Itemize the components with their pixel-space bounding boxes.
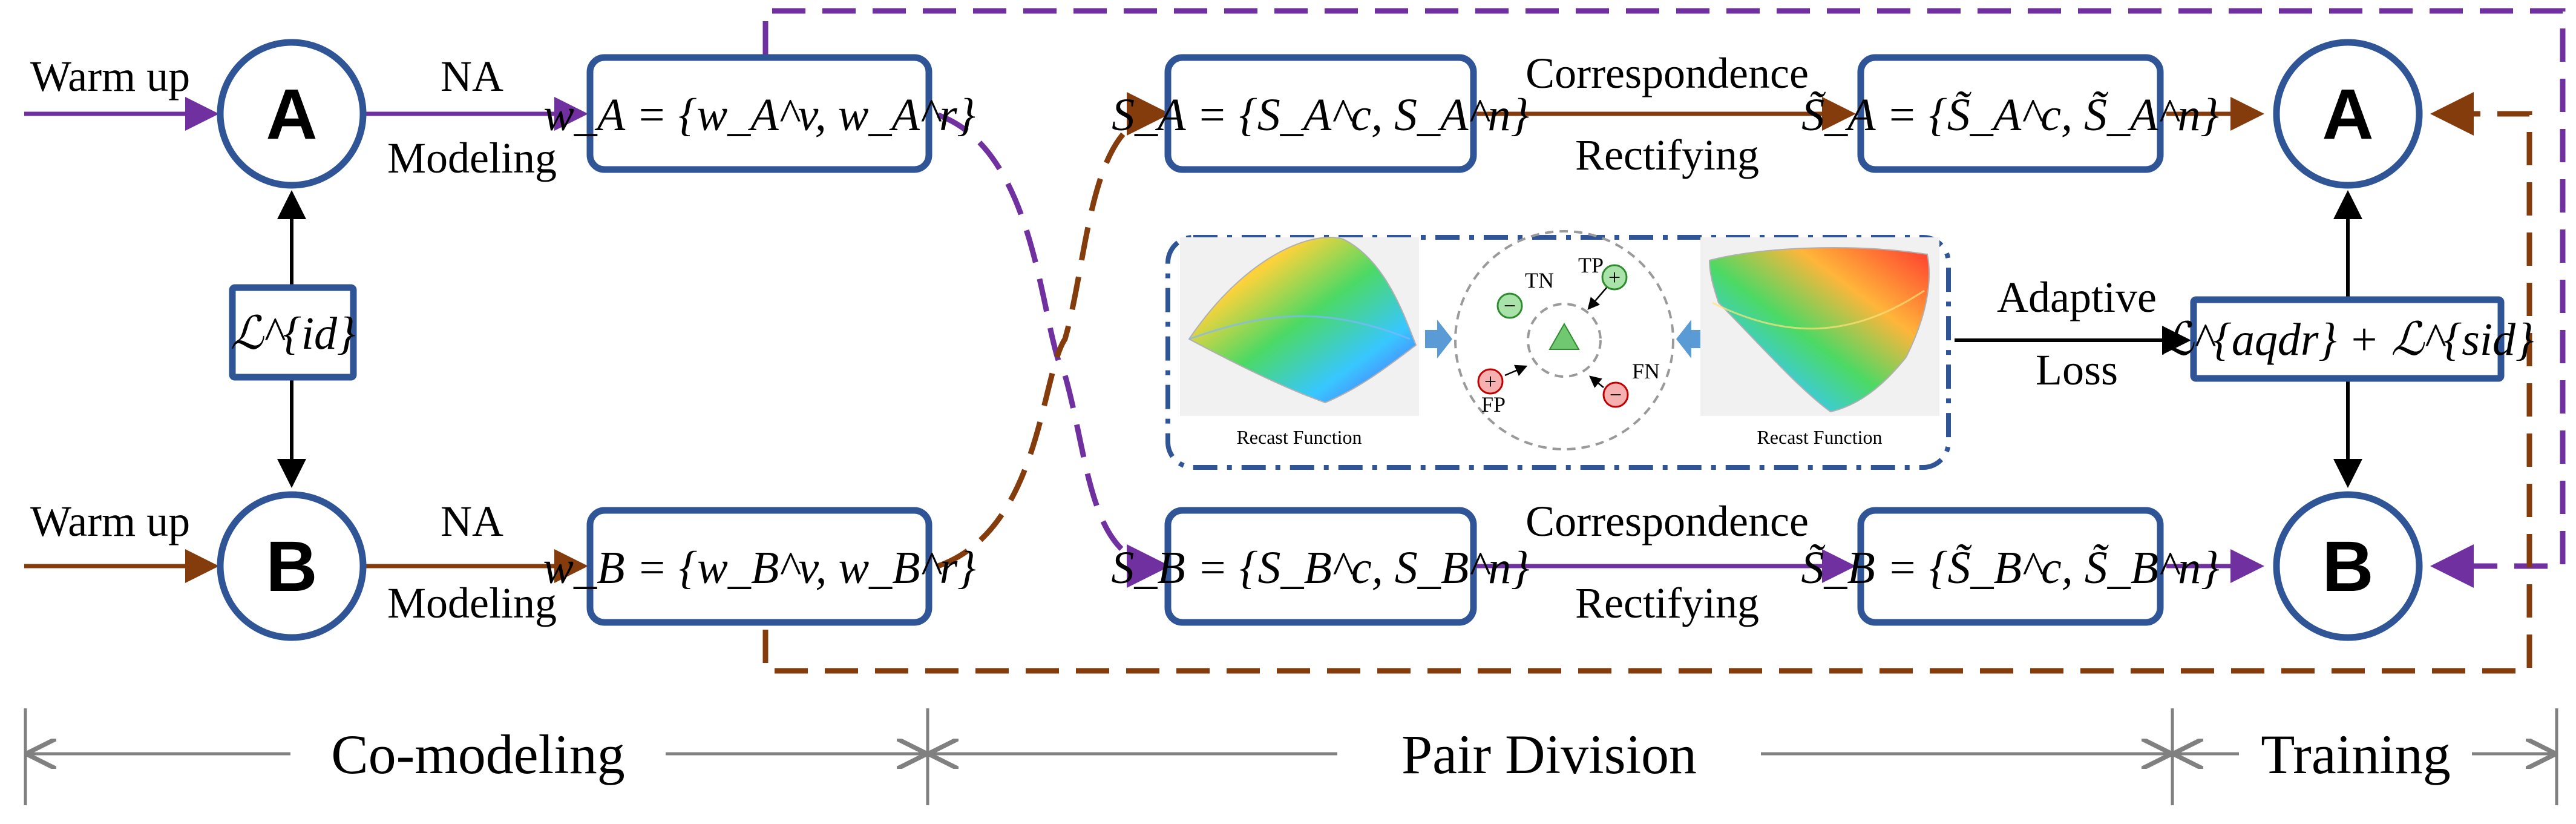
recast-inset: Recast Function − TN + TP + FP − FN (1165, 230, 1951, 470)
loss-label: Loss (2036, 346, 2118, 394)
w-b-formula: w_B = {w_B^v, w_B^r} (543, 542, 975, 593)
loss-id-box: ℒ^{id} (229, 284, 357, 381)
feedback-loop-brown (762, 92, 2532, 674)
block-arrow-right (1676, 320, 1703, 358)
loss-id-formula: ℒ^{id} (231, 308, 356, 359)
loss-right-box: ℒ^{aqdr} + ℒ^{sid} (2161, 296, 2534, 382)
svg-text:B: B (2322, 527, 2373, 607)
block-arrow-left (1425, 320, 1452, 358)
w-a-box: w_A = {w_A^v, w_A^r} (543, 54, 975, 173)
node-b-right: B (2273, 491, 2423, 641)
s-a-tilde-formula: S̃_A = {S̃_A^c, S̃_A^n} (1801, 90, 2219, 140)
na-bottom-label: NA (441, 497, 503, 545)
s-a-box: S_A = {S_A^c, S_A^n} (1112, 54, 1529, 173)
node-a-right: A (2273, 39, 2423, 189)
correspondence-top-label: Correspondence (1526, 49, 1809, 97)
section-pair-division: Pair Division (1401, 723, 1697, 785)
classifier-diagram: − TN + TP + FP − FN (1454, 230, 1674, 450)
cross-curve-purple (937, 112, 1170, 588)
section-co-modeling: Co-modeling (331, 723, 625, 785)
recast-surface-left: Recast Function (1180, 237, 1419, 448)
recast-left-caption: Recast Function (1236, 426, 1362, 448)
node-b-left: B (217, 491, 367, 641)
tn-label: TN (1525, 268, 1554, 292)
section-training: Training (2261, 723, 2451, 785)
fp-label: FP (1481, 392, 1506, 417)
node-a-left: A (217, 39, 367, 189)
fn-label: FN (1632, 359, 1660, 383)
correspondence-bottom-label: Correspondence (1526, 497, 1809, 545)
svg-text:B: B (266, 527, 317, 607)
w-b-box: w_B = {w_B^v, w_B^r} (543, 507, 976, 626)
tp-label: TP (1578, 253, 1604, 277)
s-a-formula: S_A = {S_A^c, S_A^n} (1112, 90, 1529, 140)
svg-text:A: A (2322, 74, 2373, 154)
na-top-label: NA (441, 52, 503, 101)
s-b-formula: S_B = {S_B^c, S_B^n} (1111, 542, 1529, 593)
cross-curve-brown (937, 92, 1170, 569)
w-a-formula: w_A = {w_A^v, w_A^r} (543, 90, 975, 140)
fn-minus-sign: − (1610, 383, 1622, 407)
feedback-loop-purple (762, 8, 2566, 588)
rectifying-bottom-label: Rectifying (1575, 579, 1759, 627)
tp-plus-sign: + (1608, 265, 1621, 289)
warm-up-bottom-label: Warm up (30, 497, 190, 545)
s-b-tilde-box: S̃_B = {S̃_B^c, S̃_B^n} (1801, 507, 2220, 626)
s-b-tilde-formula: S̃_B = {S̃_B^c, S̃_B^n} (1801, 542, 2219, 593)
s-a-tilde-box: S̃_A = {S̃_A^c, S̃_A^n} (1801, 54, 2219, 173)
rectifying-top-label: Rectifying (1575, 131, 1759, 179)
fp-plus-sign: + (1484, 369, 1496, 394)
loss-right-formula: ℒ^{aqdr} + ℒ^{sid} (2161, 314, 2534, 365)
adaptive-label: Adaptive (1997, 273, 2157, 321)
anchor-triangle-icon (1549, 322, 1580, 350)
svg-text:A: A (266, 74, 317, 154)
warm-up-top-label: Warm up (30, 52, 190, 101)
recast-surface-right: Recast Function (1700, 237, 1939, 448)
tn-minus-sign: − (1504, 294, 1516, 318)
recast-right-caption: Recast Function (1757, 426, 1882, 448)
modeling-top-label: Modeling (387, 134, 557, 182)
modeling-bottom-label: Modeling (387, 579, 557, 627)
s-b-box: S_B = {S_B^c, S_B^n} (1111, 507, 1530, 626)
